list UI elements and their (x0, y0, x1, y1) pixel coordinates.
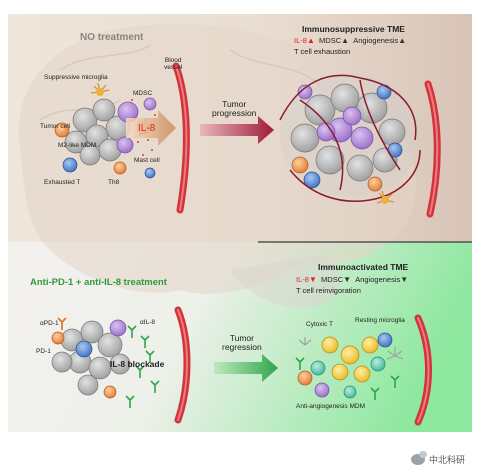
label-suppressive-microglia: Suppressive microglia (44, 74, 108, 81)
label-blood-vessel: Blood vessel (164, 57, 183, 71)
label-exhausted-t: Exhausted T (44, 179, 81, 186)
microglia-top (90, 82, 110, 94)
tme-title-bottom: Immunoactivated TME (318, 262, 409, 272)
arrow-down-icon: ▼ (343, 275, 352, 284)
label-il8-blockade: IL-8 blockade (110, 359, 165, 369)
watermark: 中北科研 (410, 451, 465, 466)
brain-fold-3 (229, 49, 321, 86)
top-large-vessels (279, 74, 421, 202)
top-title: NO treatment (80, 32, 144, 43)
label-resting-microglia: Resting microglia (355, 317, 405, 324)
tme-title-top: Immunosuppressive TME (302, 24, 405, 34)
arrow-down-icon: ▼ (400, 275, 409, 284)
antibodies-bottom (125, 325, 160, 408)
top-large-tumor (280, 73, 420, 197)
apd1-antibody (57, 317, 67, 330)
label-m2-mdm: M2-like MDM (58, 142, 97, 149)
label-mdsc: MDSC (133, 90, 153, 97)
label-il8: IL-8 (138, 123, 156, 134)
arrow-up-icon: ▲ (306, 36, 315, 45)
microglia-big (376, 190, 395, 204)
bottom-microglia (298, 337, 404, 360)
tme-bottom-angio: Angiogenesis (355, 275, 401, 284)
label-apd1: αPD-1 (40, 320, 59, 327)
bottom-title: Anti-PD-1 + anti-IL-8 treatment (30, 277, 167, 288)
progression-label: Tumor progression (212, 99, 257, 118)
label-cytoxic-t: Cytoxic T (306, 321, 333, 328)
brain-fold-1 (59, 44, 151, 71)
arrow-up-icon: ▲ (398, 36, 407, 45)
tme-bottom-reinvig: T cell reinvigoration (296, 286, 361, 295)
progression-arrow (200, 116, 274, 144)
tme-bottom-mdsc: MDSC (321, 275, 344, 284)
arrow-up-icon: ▲ (341, 36, 350, 45)
tme-top-exhaustion: T cell exhaustion (294, 47, 351, 56)
arrow-down-icon: ▼ (308, 275, 317, 284)
tme-bottom-il8: IL-8 (296, 275, 309, 284)
tme-bottom-row: IL-8▼ MDSC▼ Angiogenesis▼ (296, 276, 408, 284)
bottom-right-antibodies (295, 357, 400, 400)
tme-top-mdsc: MDSC (319, 36, 342, 45)
label-ail8: αIL-8 (140, 319, 155, 326)
regression-arrow (214, 354, 278, 382)
il8-arrow (126, 110, 176, 146)
label-mast-cell: Mast cell (134, 157, 160, 164)
bottom-immunoactivated-cells (297, 332, 393, 399)
watermark-text: 中北科研 (428, 455, 465, 465)
cerebellum (230, 255, 341, 309)
bottom-tumor-cluster (51, 319, 131, 399)
tme-top-angio: Angiogenesis (353, 36, 399, 45)
label-th8: Th8 (108, 179, 120, 186)
tme-top-il8: IL-8 (294, 36, 307, 45)
brain-outline (18, 24, 417, 294)
label-tumor-cell: Tumor cell (40, 123, 71, 130)
top-tumor-cluster (64, 98, 139, 166)
regression-label: Tumor regression (222, 333, 262, 352)
wechat-icon (410, 451, 427, 465)
tme-top-row: IL-8▲ MDSC▲ Angiogenesis▲ (294, 37, 406, 45)
label-pd1: PD-1 (36, 348, 51, 355)
label-anti-angio-mdm: Anti-angiogenesis MDM (296, 403, 366, 410)
